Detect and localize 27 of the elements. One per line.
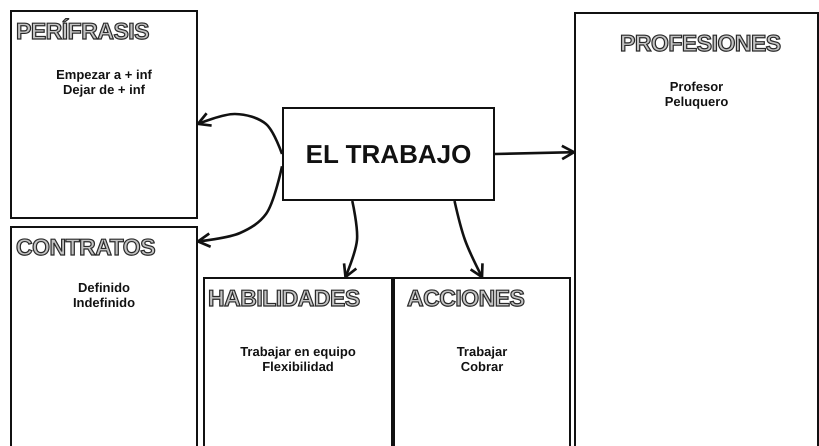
category-panel	[10, 10, 198, 219]
category-panel	[203, 277, 393, 446]
panel-heading: ACCIONES	[407, 285, 524, 312]
list-item: Profesor	[668, 79, 724, 94]
list-item: Empezar a + inf	[55, 67, 153, 82]
category-panel	[393, 277, 571, 446]
list-item: Peluquero	[664, 94, 730, 109]
arrow	[494, 144, 576, 160]
list-item: Indefinido	[72, 295, 136, 310]
panel-heading: PROFESIONES	[620, 30, 781, 57]
list-item: Trabajar	[456, 344, 508, 359]
category-panel	[574, 12, 819, 446]
arrow	[196, 166, 284, 248]
list-item: Cobrar	[460, 359, 504, 374]
list-item: Flexibilidad	[261, 359, 335, 374]
arrow	[342, 200, 358, 278]
arrow	[453, 200, 484, 278]
panel-heading: HABILIDADES	[208, 285, 360, 312]
list-item: Definido	[77, 280, 131, 295]
panel-heading: PERÍFRASIS	[16, 18, 150, 45]
topic-title: EL TRABAJO	[304, 138, 472, 171]
category-panel	[10, 226, 198, 446]
arrow	[196, 112, 284, 154]
panel-heading: CONTRATOS	[16, 234, 156, 261]
list-item: Trabajar en equipo	[239, 344, 357, 359]
list-item: Dejar de + inf	[62, 82, 146, 97]
topic-box	[282, 107, 495, 201]
